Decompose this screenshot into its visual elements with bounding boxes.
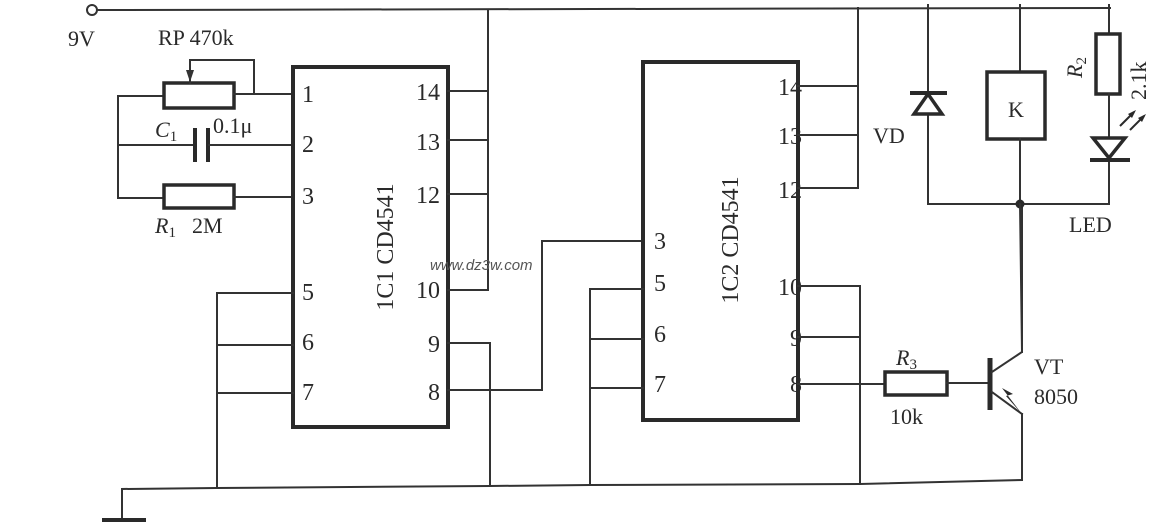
wiper-arrow-icon [186,70,194,82]
ic2-chip: 1C2 CD4541 3 5 6 7 14 13 12 10 9 8 [641,60,802,422]
ic1-pin-14: 14 [416,80,440,106]
ic1-pin-9: 9 [428,332,440,358]
ic2-label: 1C2 CD4541 [718,176,744,303]
r1-value: 2M [192,213,223,238]
ic2-pin-9: 9 [790,326,802,352]
ic2-pin-7: 7 [654,372,666,398]
rp-label: RP 470k [158,25,234,50]
led-label: LED [1069,212,1112,237]
load-section: K [910,4,1146,354]
ic1-right-wiring [447,9,644,487]
ic2-pin-5: 5 [654,271,666,297]
vt-name: VT [1034,354,1064,379]
ic2-pin-6: 6 [654,322,666,348]
transistor-vt [987,204,1024,481]
resistor-r3 [883,370,991,397]
ic1-pin-3: 3 [302,184,314,210]
ic1-chip: 1C1 CD4541 1 2 3 5 6 7 14 13 12 10 9 8 [291,65,450,429]
c1-label: C1 [155,117,177,145]
supply-terminal: 9V [68,4,1112,51]
diode-vd [910,90,946,116]
ic2-pin-10: 10 [778,275,802,301]
ic1-pin-8: 8 [428,380,440,406]
c1-value: 0.1μ [213,113,252,138]
resistor-r2 [1094,32,1122,96]
relay-label: K [1008,97,1024,122]
potentiometer-rp [162,81,236,110]
ic2-pin-14: 14 [778,75,802,101]
ic1-left-ground-wiring [216,292,294,489]
emitter-arrow-icon [1002,388,1022,414]
ic2-pin-13: 13 [778,124,802,150]
ic1-pin-13: 13 [416,130,440,156]
ic1-pin-2: 2 [302,132,314,158]
r2-value: 2.1k [1126,62,1151,101]
resistor-r1 [162,183,236,210]
ic2-left-ground-wiring [589,288,644,486]
watermark: www.dz3w.com [430,257,533,274]
led-diode [1089,136,1129,161]
ic1-pin-10: 10 [416,278,440,304]
ic1-pin-12: 12 [416,183,440,209]
ic1-pin-5: 5 [302,280,314,306]
ic2-pin-3: 3 [654,229,666,255]
ic2-pin-8: 8 [790,372,802,398]
r3-value: 10k [890,404,923,429]
ic1-pin-1: 1 [302,82,314,108]
ic2-pin-12: 12 [778,178,802,204]
relay-k [985,70,1047,141]
vt-part: 8050 [1034,384,1078,409]
ic2-right-wiring [797,7,886,485]
r2-label: R2 [1062,57,1090,79]
r1-label: R1 [154,213,176,241]
vd-label: VD [873,123,905,148]
ground-rail [102,478,1024,522]
r3-label: R3 [895,345,917,373]
ic1-pin-7: 7 [302,380,314,406]
timing-network [117,59,294,210]
supply-label: 9V [68,26,95,51]
ic1-pin-6: 6 [302,330,314,356]
ic1-label: 1C1 CD4541 [373,183,399,310]
